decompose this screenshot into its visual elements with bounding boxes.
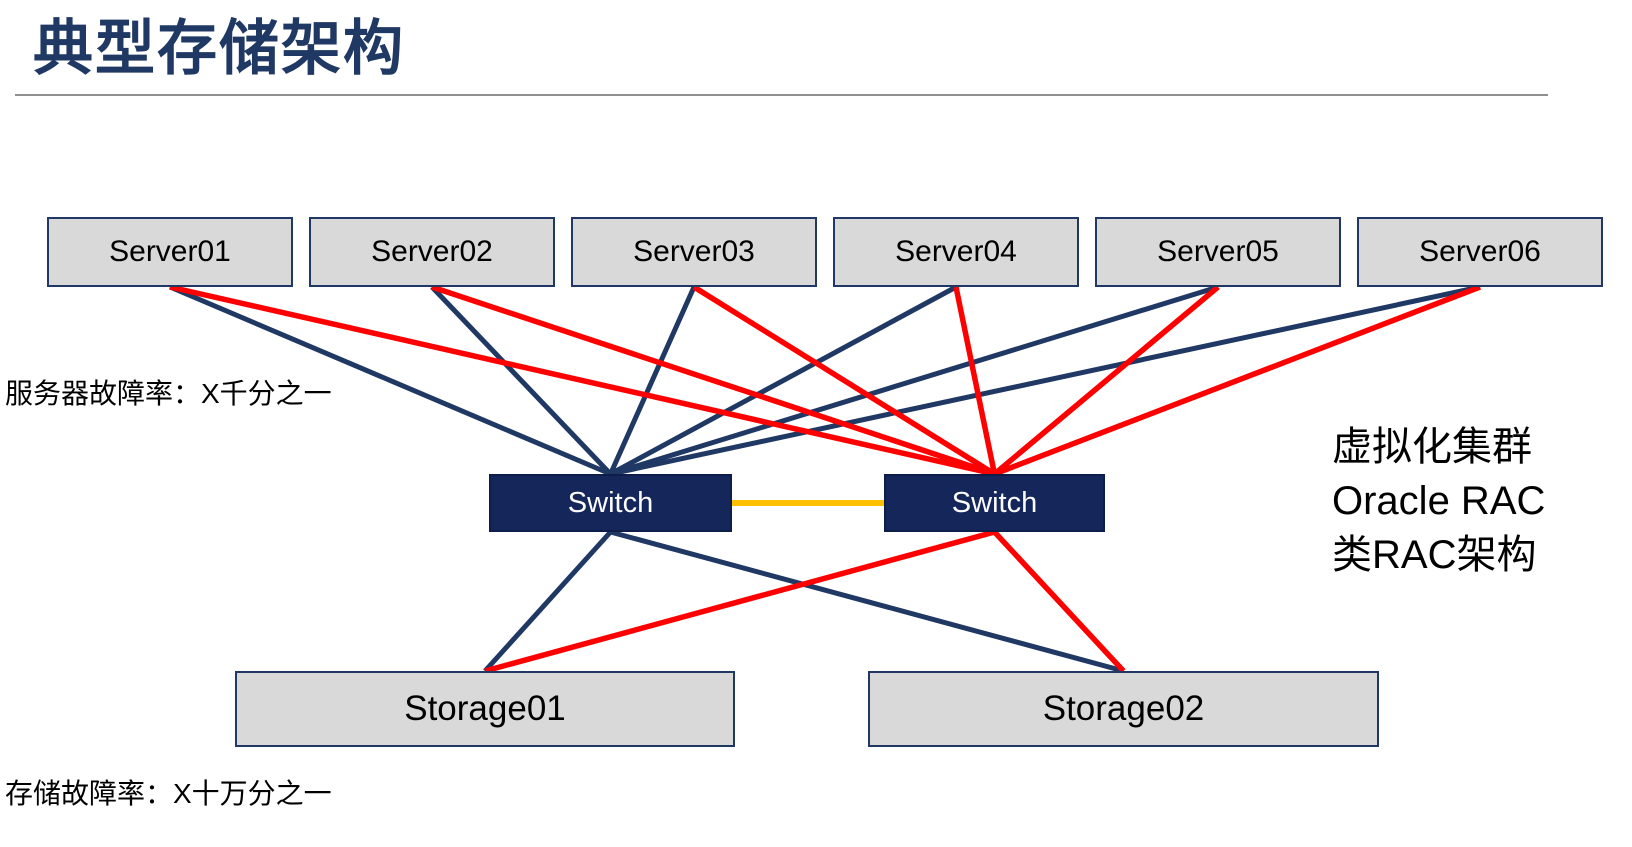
node-label: Switch: [567, 486, 654, 519]
edge-server02-to-switch-left: [430, 285, 613, 476]
cluster-note-line: Oracle RAC: [1332, 479, 1546, 523]
edge-server01-to-switch-right: [169, 284, 996, 477]
cluster-note-line: 虚拟化集群: [1332, 425, 1532, 469]
node-server05: Server05: [1095, 217, 1341, 287]
node-label: Storage02: [1042, 689, 1205, 728]
cluster-note-line: 类RAC架构: [1332, 533, 1537, 577]
edge-server03-to-switch-left: [608, 285, 697, 476]
edge-switch-right-to-storage01: [484, 529, 996, 674]
edge-server04-to-switch-left: [609, 284, 958, 477]
node-storage01: Storage01: [235, 671, 735, 747]
node-server01: Server01: [47, 217, 293, 287]
node-server03: Server03: [571, 217, 817, 287]
node-server04: Server04: [833, 217, 1079, 287]
cluster-note: 虚拟化集群 Oracle RAC 类RAC架构: [1332, 420, 1545, 582]
server-failure-rate-label: 服务器故障率：X千分之一: [5, 378, 332, 409]
node-label: Server05: [1157, 235, 1279, 268]
storage-failure-rate-label: 存储故障率：X十万分之一: [5, 778, 332, 809]
edge-server04-to-switch-right: [953, 286, 998, 475]
edge-switch-right-to-storage02: [992, 530, 1126, 673]
node-label: Server04: [895, 235, 1017, 268]
edge-server02-to-switch-right: [431, 284, 996, 477]
node-label: Storage01: [404, 689, 566, 728]
node-label: Server06: [1419, 235, 1541, 268]
node-server06: Server06: [1357, 217, 1603, 287]
node-server02: Server02: [309, 217, 555, 287]
edge-server06-to-switch-right: [993, 284, 1481, 477]
edge-switch-left-to-storage02: [609, 529, 1125, 674]
title-divider: [15, 94, 1548, 96]
node-switch-left: Switch: [489, 474, 732, 532]
node-label: Server02: [371, 235, 493, 268]
edge-server01-to-switch-left: [169, 284, 612, 477]
edge-server06-to-switch-left: [609, 284, 1481, 477]
node-label: Server03: [633, 235, 755, 268]
page-title: 典型存储架构: [33, 15, 405, 82]
edge-switch-left-to-storage01: [483, 530, 613, 673]
edge-server03-to-switch-right: [692, 284, 996, 477]
node-label: Switch: [951, 486, 1038, 519]
edge-server05-to-switch-right: [992, 284, 1220, 477]
node-storage02: Storage02: [868, 671, 1379, 747]
node-switch-right: Switch: [884, 474, 1105, 532]
edge-server05-to-switch-left: [609, 284, 1219, 477]
node-label: Server01: [109, 235, 231, 268]
